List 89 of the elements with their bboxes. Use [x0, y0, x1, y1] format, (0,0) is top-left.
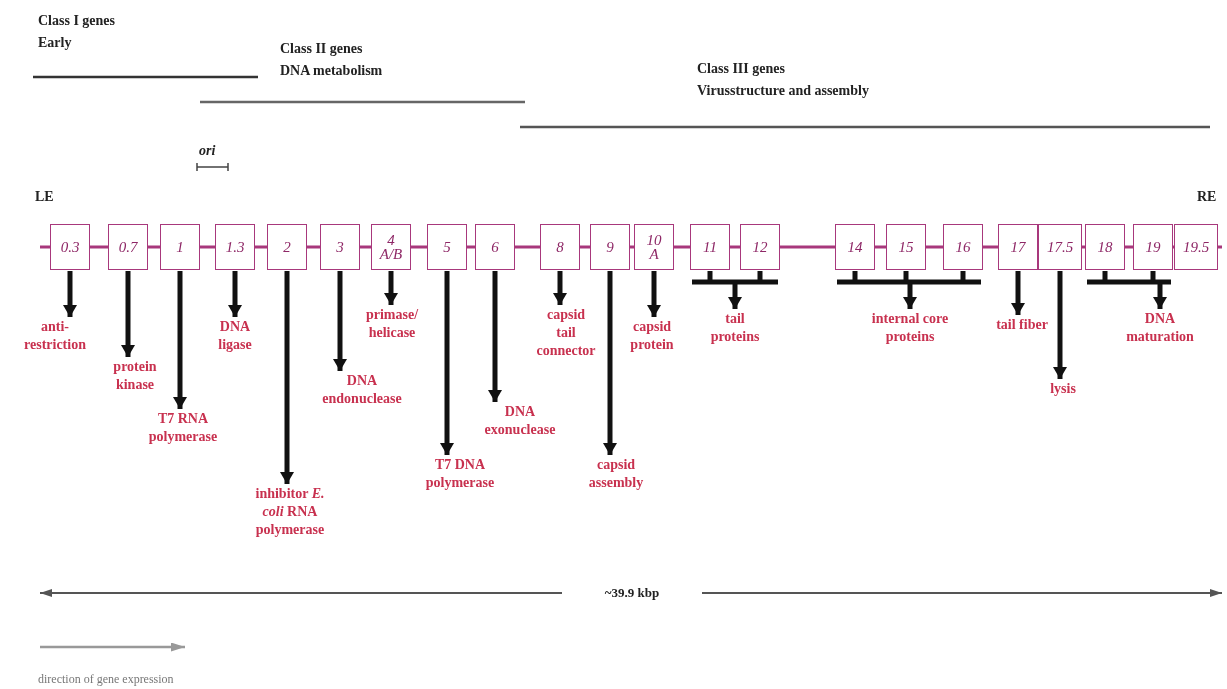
arrow	[333, 271, 347, 371]
function-label: DNA maturation	[1115, 310, 1205, 346]
gene-box	[1038, 224, 1082, 270]
function-label: anti- restriction	[14, 318, 96, 354]
arrow	[384, 271, 398, 305]
gene-number: 1	[176, 240, 184, 254]
arrow	[440, 271, 454, 455]
gene-box	[1174, 224, 1218, 270]
gene-number: 5	[443, 240, 451, 254]
gene-box	[634, 224, 674, 270]
gene-number: 19	[1145, 240, 1161, 254]
arrow	[1011, 271, 1025, 315]
gene-box	[427, 224, 467, 270]
function-label: capsid tail connector	[536, 306, 596, 360]
arrow	[280, 271, 294, 484]
gene-number: 10 A	[645, 233, 663, 261]
gene-box	[998, 224, 1038, 270]
function-label: primase/ helicase	[356, 306, 428, 342]
function-label: capsid protein	[621, 318, 683, 354]
function-label: T7 RNA polymerase	[137, 410, 229, 446]
bracket-arrow	[1084, 268, 1174, 312]
function-label: tail fiber	[986, 316, 1058, 334]
gene-number: 6	[491, 240, 499, 254]
class-title: Class II genes	[280, 40, 363, 58]
function-label: protein kinase	[104, 358, 166, 394]
arrow	[63, 271, 77, 317]
function-label: T7 DNA polymerase	[412, 456, 508, 492]
function-label: tail proteins	[700, 310, 770, 346]
gene-number: 14	[847, 240, 863, 254]
arrow	[553, 271, 567, 305]
gene-number: 4 A/B	[379, 233, 403, 261]
gene-box	[267, 224, 307, 270]
class-title: Class I genes	[38, 12, 115, 30]
class-subtitle: DNA metabolism	[280, 62, 383, 80]
end-label: RE	[1197, 188, 1217, 206]
gene-number: 3	[336, 240, 344, 254]
length-label: ~39.9 kbp	[604, 584, 660, 602]
gene-box	[1133, 224, 1173, 270]
gene-box	[835, 224, 875, 270]
gene-box	[1085, 224, 1125, 270]
gene-box	[590, 224, 630, 270]
class-title: Class III genes	[697, 60, 785, 78]
gene-box	[540, 224, 580, 270]
class-subtitle: Virusstructure and assembly	[697, 82, 869, 100]
arrow	[603, 271, 617, 455]
gene-number: 17.5	[1046, 240, 1074, 254]
function-label: capsid assembly	[581, 456, 651, 492]
arrow	[173, 271, 187, 409]
gene-box	[886, 224, 926, 270]
function-label: internal core proteins	[855, 310, 965, 346]
gene-box	[690, 224, 730, 270]
class-subtitle: Early	[38, 34, 72, 52]
gene-number: 2	[283, 240, 291, 254]
gene-number: 9	[606, 240, 614, 254]
gene-number: 17	[1010, 240, 1026, 254]
bracket-arrow	[834, 268, 984, 312]
gene-box	[108, 224, 148, 270]
gene-box	[371, 224, 411, 270]
gene-box	[320, 224, 360, 270]
end-label: LE	[35, 188, 54, 206]
gene-number: 1.3	[225, 240, 245, 254]
origin-label: ori	[199, 142, 216, 160]
gene-number: 18	[1097, 240, 1113, 254]
function-label: inhibitor E. coli RNA polymerase	[244, 485, 336, 539]
arrow	[121, 271, 135, 357]
gene-box	[215, 224, 255, 270]
bracket-arrow	[689, 268, 781, 312]
gene-number: 15	[898, 240, 914, 254]
arrow	[488, 271, 502, 402]
function-label: DNA endonuclease	[310, 372, 414, 408]
gene-box	[943, 224, 983, 270]
gene-box	[475, 224, 515, 270]
gene-number: 16	[955, 240, 971, 254]
function-label: DNA ligase	[210, 318, 260, 354]
gene-box	[50, 224, 90, 270]
arrow	[228, 271, 242, 317]
gene-box	[160, 224, 200, 270]
gene-number: 19.5	[1182, 240, 1210, 254]
caption-text: direction of gene expression	[38, 671, 174, 688]
gene-number: 8	[556, 240, 564, 254]
function-label: lysis	[1043, 380, 1083, 398]
gene-number: 12	[752, 240, 768, 254]
arrow	[647, 271, 661, 317]
gene-number: 0.3	[60, 240, 80, 254]
gene-box	[740, 224, 780, 270]
arrow	[1053, 271, 1067, 379]
gene-number: 0.7	[118, 240, 138, 254]
gene-number: 11	[703, 240, 717, 254]
function-label: DNA exonuclease	[472, 403, 568, 439]
